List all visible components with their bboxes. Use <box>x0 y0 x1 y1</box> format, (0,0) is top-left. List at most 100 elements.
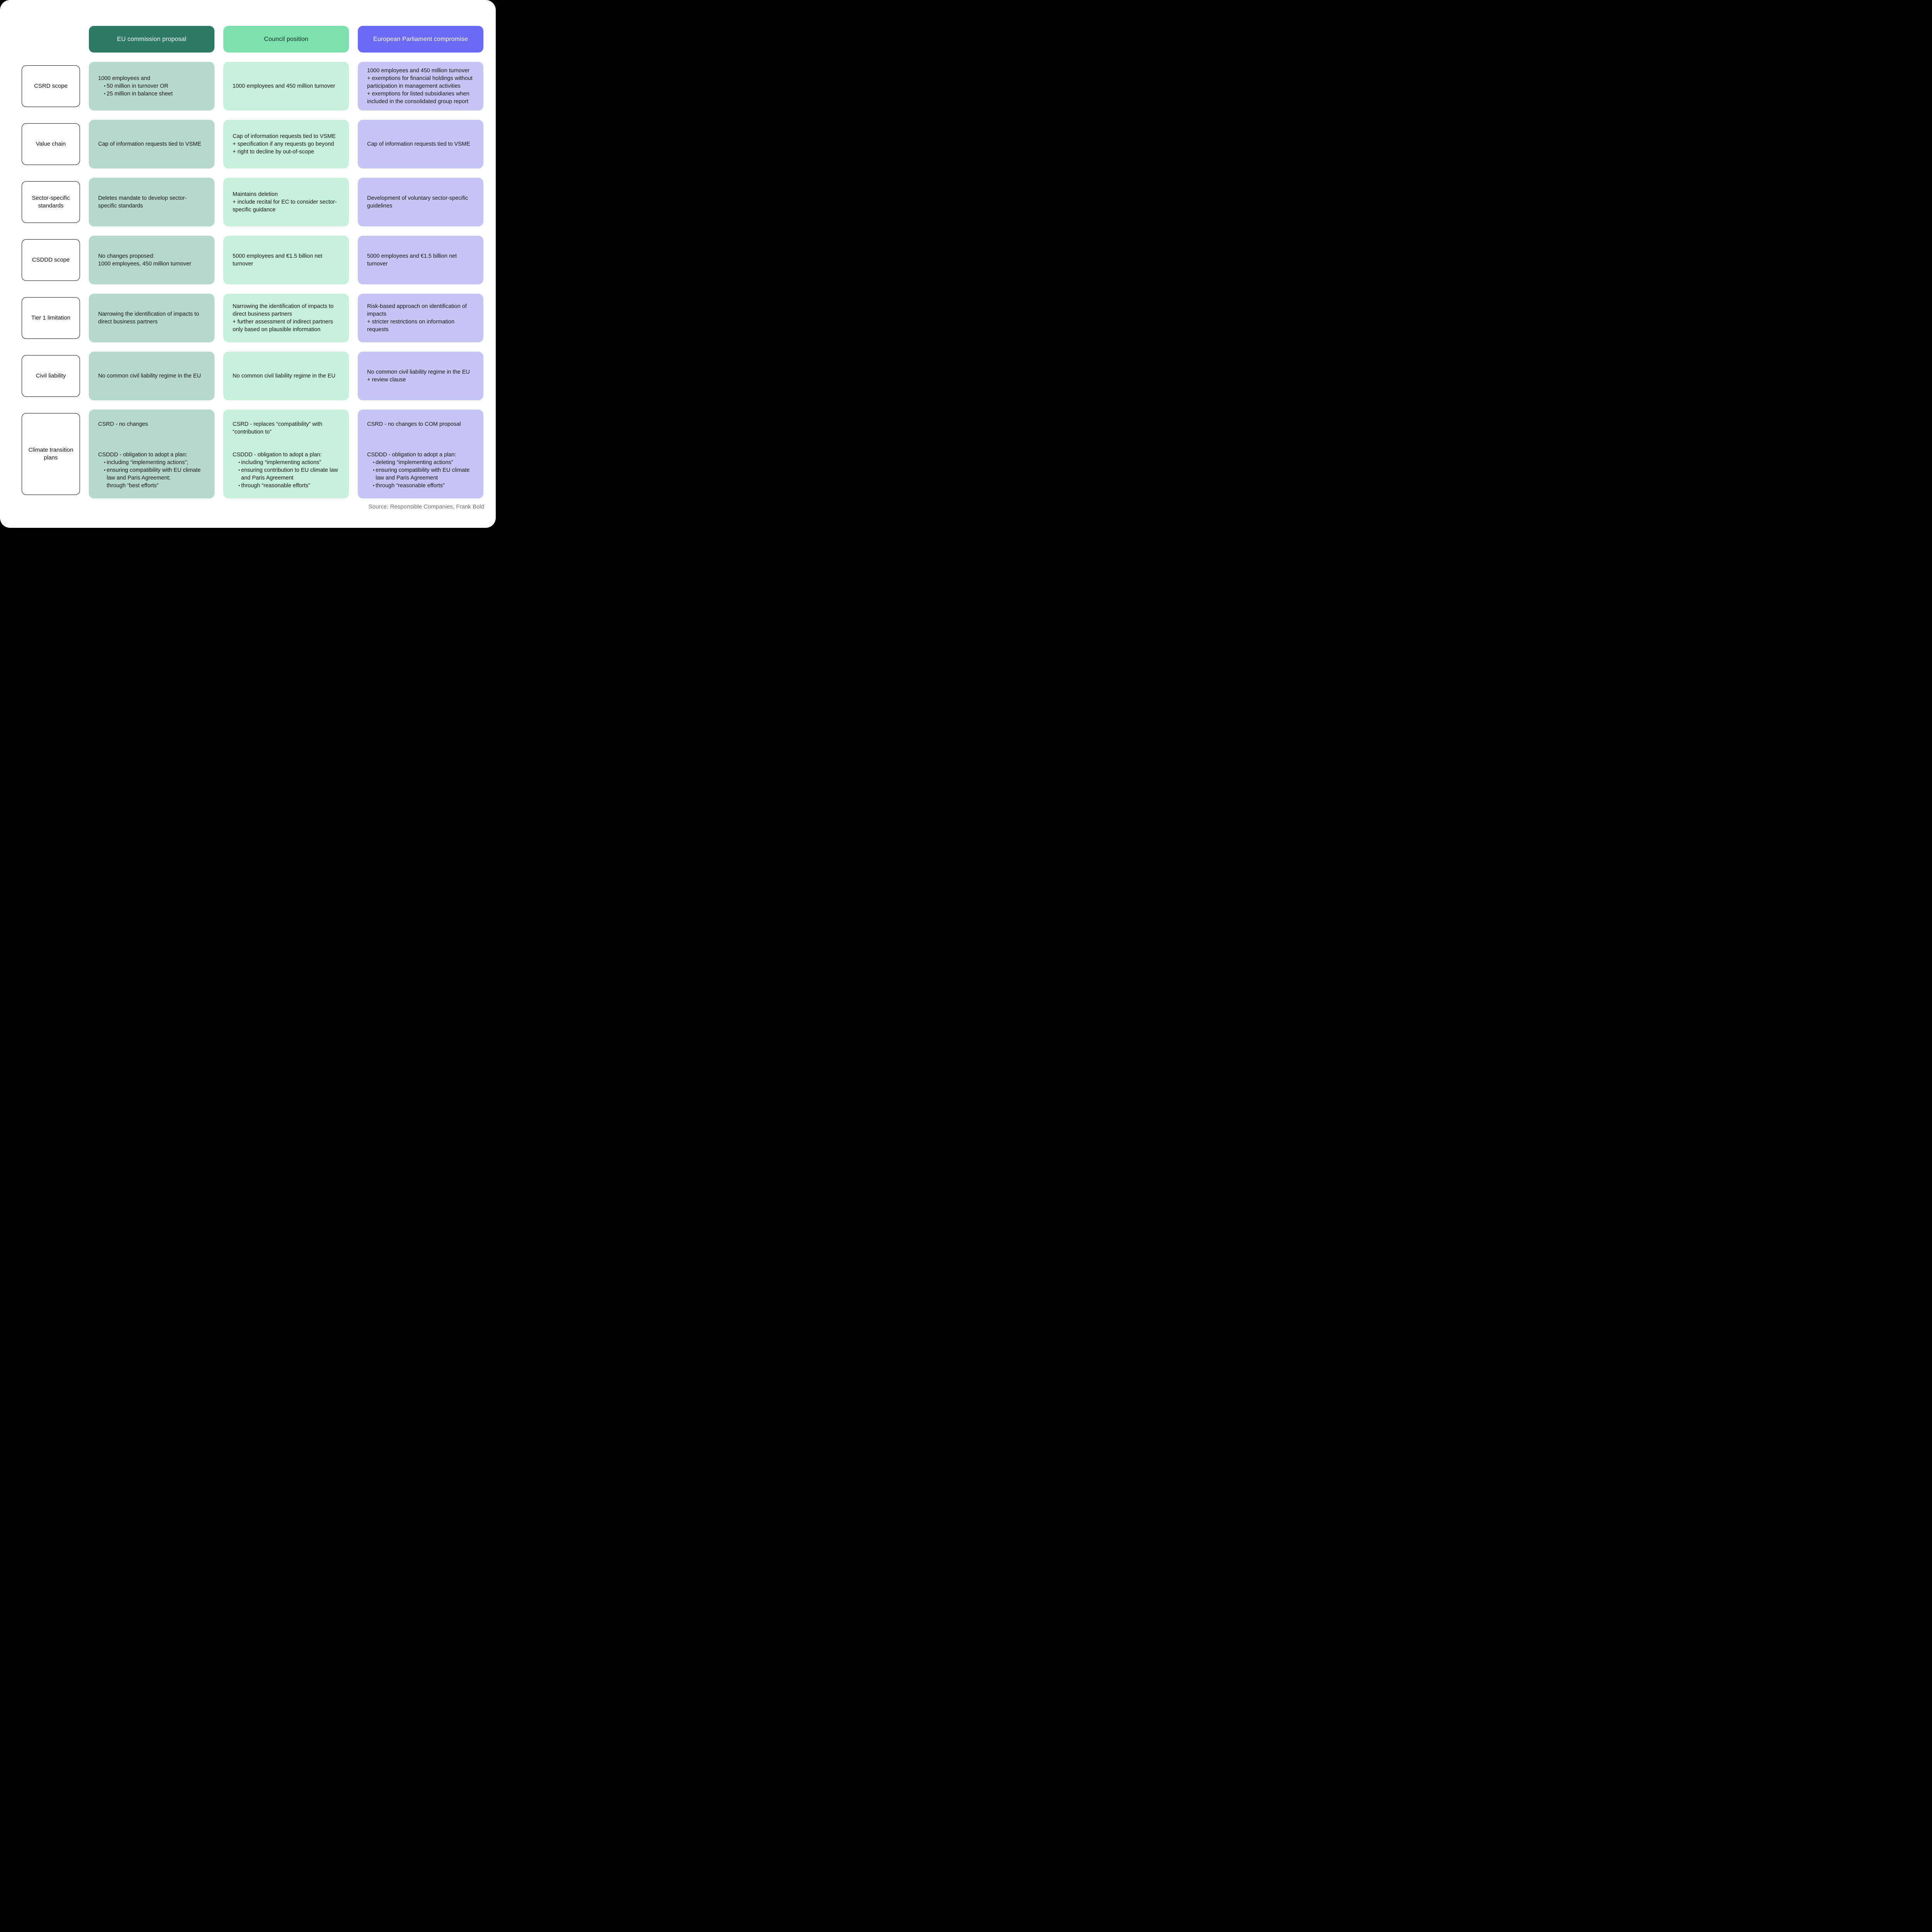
cell-bullet-text: ensuring compatibility with EU climate l… <box>107 467 201 481</box>
cell-council: Cap of information requests tied to VSME… <box>223 120 349 168</box>
cell-block-top: 1000 employees and•50 million in turnove… <box>98 75 205 98</box>
row-label: CSRD scope <box>22 65 80 107</box>
cell-bullet: •25 million in balance sheet <box>98 90 205 98</box>
infographic-canvas: EU commission proposal Council position Eu… <box>0 0 496 528</box>
cell-block-bottom: CSDDD - obligation to adopt a plan:•incl… <box>98 451 205 490</box>
cell-council: 1000 employees and 450 million turnover <box>223 62 349 111</box>
cell-line: No common civil liability regime in the … <box>233 373 335 379</box>
bullet-dot-icon: • <box>238 468 240 473</box>
cell-block-top: Narrowing the identification of impacts … <box>233 303 340 333</box>
bullet-dot-icon: • <box>104 460 105 465</box>
row-label: CSDDD scope <box>22 239 80 281</box>
comparison-grid: EU commission proposal Council position Eu… <box>22 26 484 498</box>
cell-european-parliament: Cap of information requests tied to VSME <box>358 120 483 168</box>
cell-bullet-text: ensuring contribution to EU climate law … <box>241 467 338 481</box>
source-credit: Source: Responsible Companies, Frank Bol… <box>368 503 484 510</box>
cell-block-top: Narrowing the identification of impacts … <box>98 310 205 326</box>
cell-bullet-text: through “reasonable efforts” <box>376 483 445 489</box>
cell-block-top: 5000 employees and €1.5 billion net turn… <box>367 252 474 268</box>
bullet-dot-icon: • <box>373 468 374 473</box>
cell-council: 5000 employees and €1.5 billion net turn… <box>223 236 349 284</box>
column-header-european-parliament: European Parliament compromise <box>358 26 483 53</box>
cell-bullet: •through “reasonable efforts” <box>233 482 340 490</box>
cell-block-top: Risk-based approach on identification of… <box>367 303 474 333</box>
row-label: Sector-specific standards <box>22 181 80 223</box>
cell-bullet-text: ensuring compatibility with EU climate l… <box>376 467 470 481</box>
cell-european-parliament: Development of voluntary sector-specific… <box>358 178 483 226</box>
cell-line: Risk-based approach on identification of… <box>367 303 467 317</box>
bullet-dot-icon: • <box>373 483 374 488</box>
cell-european-parliament: Risk-based approach on identification of… <box>358 294 483 342</box>
cell-line: 1000 employees and 450 million turnover <box>233 83 335 89</box>
cell-bullet: •ensuring compatibility with EU climate … <box>367 466 474 482</box>
cell-council: No common civil liability regime in the … <box>223 352 349 400</box>
cell-block-top: CSRD - replaces “compatibility” with “co… <box>233 420 340 451</box>
cell-bullet-text: through “reasonable efforts” <box>241 483 310 489</box>
cell-line: CSDDD - obligation to adopt a plan: <box>98 452 187 458</box>
cell-line: + specification if any requests go beyon… <box>233 141 334 147</box>
cell-line: No common civil liability regime in the … <box>98 373 201 379</box>
cell-eu-commission: Deletes mandate to develop sector-specif… <box>89 178 214 226</box>
cell-line: + exemptions for financial holdings with… <box>367 75 473 89</box>
cell-bullet: •including “implementing actions” <box>233 459 340 466</box>
bullet-dot-icon: • <box>238 460 240 465</box>
cell-block-top: No common civil liability regime in the … <box>367 368 474 384</box>
cell-block-top: Development of voluntary sector-specific… <box>367 194 474 210</box>
cell-bullet-text: deleting “implementing actions” <box>376 459 453 466</box>
cell-block-top: 1000 employees and 450 million turnover+… <box>367 67 474 105</box>
cell-council: CSRD - replaces “compatibility” with “co… <box>223 410 349 498</box>
row-label: Tier 1 limitation <box>22 297 80 339</box>
cell-bullet: •50 million in turnover OR <box>98 82 205 90</box>
cell-bullet-text: including “implementing actions” <box>241 459 321 466</box>
cell-council: Maintains deletion + include recital for … <box>223 178 349 226</box>
cell-line: Cap of information requests tied to VSME <box>98 141 201 147</box>
row-label: Civil liability <box>22 355 80 397</box>
cell-block-bottom: CSDDD - obligation to adopt a plan:•dele… <box>367 451 474 490</box>
cell-block-top: CSRD - no changes <box>98 420 205 451</box>
cell-block-top: Deletes mandate to develop sector-specif… <box>98 194 205 210</box>
cell-line: Cap of information requests tied to VSME <box>233 133 336 139</box>
cell-line: 5000 employees and €1.5 billion net turn… <box>233 253 323 267</box>
cell-bullet: •ensuring contribution to EU climate law… <box>233 466 340 482</box>
bullet-dot-icon: • <box>104 92 105 96</box>
column-header-council: Council position <box>223 26 349 53</box>
cell-bullet: •through “reasonable efforts” <box>367 482 474 490</box>
cell-line: 1000 employees, 450 million turnover <box>98 261 191 267</box>
cell-line: + exemptions for listed subsidiaries whe… <box>367 91 469 105</box>
cell-block-top: Cap of information requests tied to VSME <box>367 140 474 148</box>
cell-eu-commission: No changes proposed: 1000 employees, 450 … <box>89 236 214 284</box>
row-label: Value chain <box>22 123 80 165</box>
cell-block-top: Cap of information requests tied to VSME <box>98 140 205 148</box>
cell-line: + review clause <box>367 377 406 383</box>
cell-block-bottom: CSDDD - obligation to adopt a plan:•incl… <box>233 451 340 490</box>
cell-line: + further assessment of indirect partner… <box>233 319 333 333</box>
cell-bullet: •deleting “implementing actions” <box>367 459 474 466</box>
cell-line: + right to decline by out-of-scope <box>233 149 314 155</box>
cell-line: Narrowing the identification of impacts … <box>98 311 199 325</box>
cell-line: + include recital for EC to consider sec… <box>233 199 337 213</box>
cell-eu-commission: Cap of information requests tied to VSME <box>89 120 214 168</box>
cell-eu-commission: 1000 employees and•50 million in turnove… <box>89 62 214 111</box>
column-header-eu-commission: EU commission proposal <box>89 26 214 53</box>
cell-line: Maintains deletion <box>233 191 278 197</box>
cell-bullet-text: 50 million in turnover OR <box>107 83 168 89</box>
cell-line: + stricter restrictions on information r… <box>367 319 455 333</box>
cell-line: 1000 employees and 450 million turnover <box>367 68 470 74</box>
cell-line: Cap of information requests tied to VSME <box>367 141 470 147</box>
cell-bullet: •including “implementing actions”; <box>98 459 205 466</box>
bullet-dot-icon: • <box>104 84 105 88</box>
cell-block-top: 5000 employees and €1.5 billion net turn… <box>233 252 340 268</box>
cell-line: No changes proposed: <box>98 253 155 259</box>
cell-block-top: Cap of information requests tied to VSME… <box>233 133 340 156</box>
cell-european-parliament: 1000 employees and 450 million turnover+… <box>358 62 483 111</box>
cell-line: 5000 employees and €1.5 billion net turn… <box>367 253 457 267</box>
row-label: Climate transition plans <box>22 413 80 495</box>
cell-block-top: No common civil liability regime in the … <box>233 372 340 380</box>
cell-line: CSDDD - obligation to adopt a plan: <box>367 452 456 458</box>
cell-line: Development of voluntary sector-specific… <box>367 195 468 209</box>
cell-line: Deletes mandate to develop sector-specif… <box>98 195 187 209</box>
cell-line: Narrowing the identification of impacts … <box>233 303 334 317</box>
bullet-dot-icon: • <box>373 460 374 465</box>
cell-bullet-text: 25 million in balance sheet <box>107 91 173 97</box>
